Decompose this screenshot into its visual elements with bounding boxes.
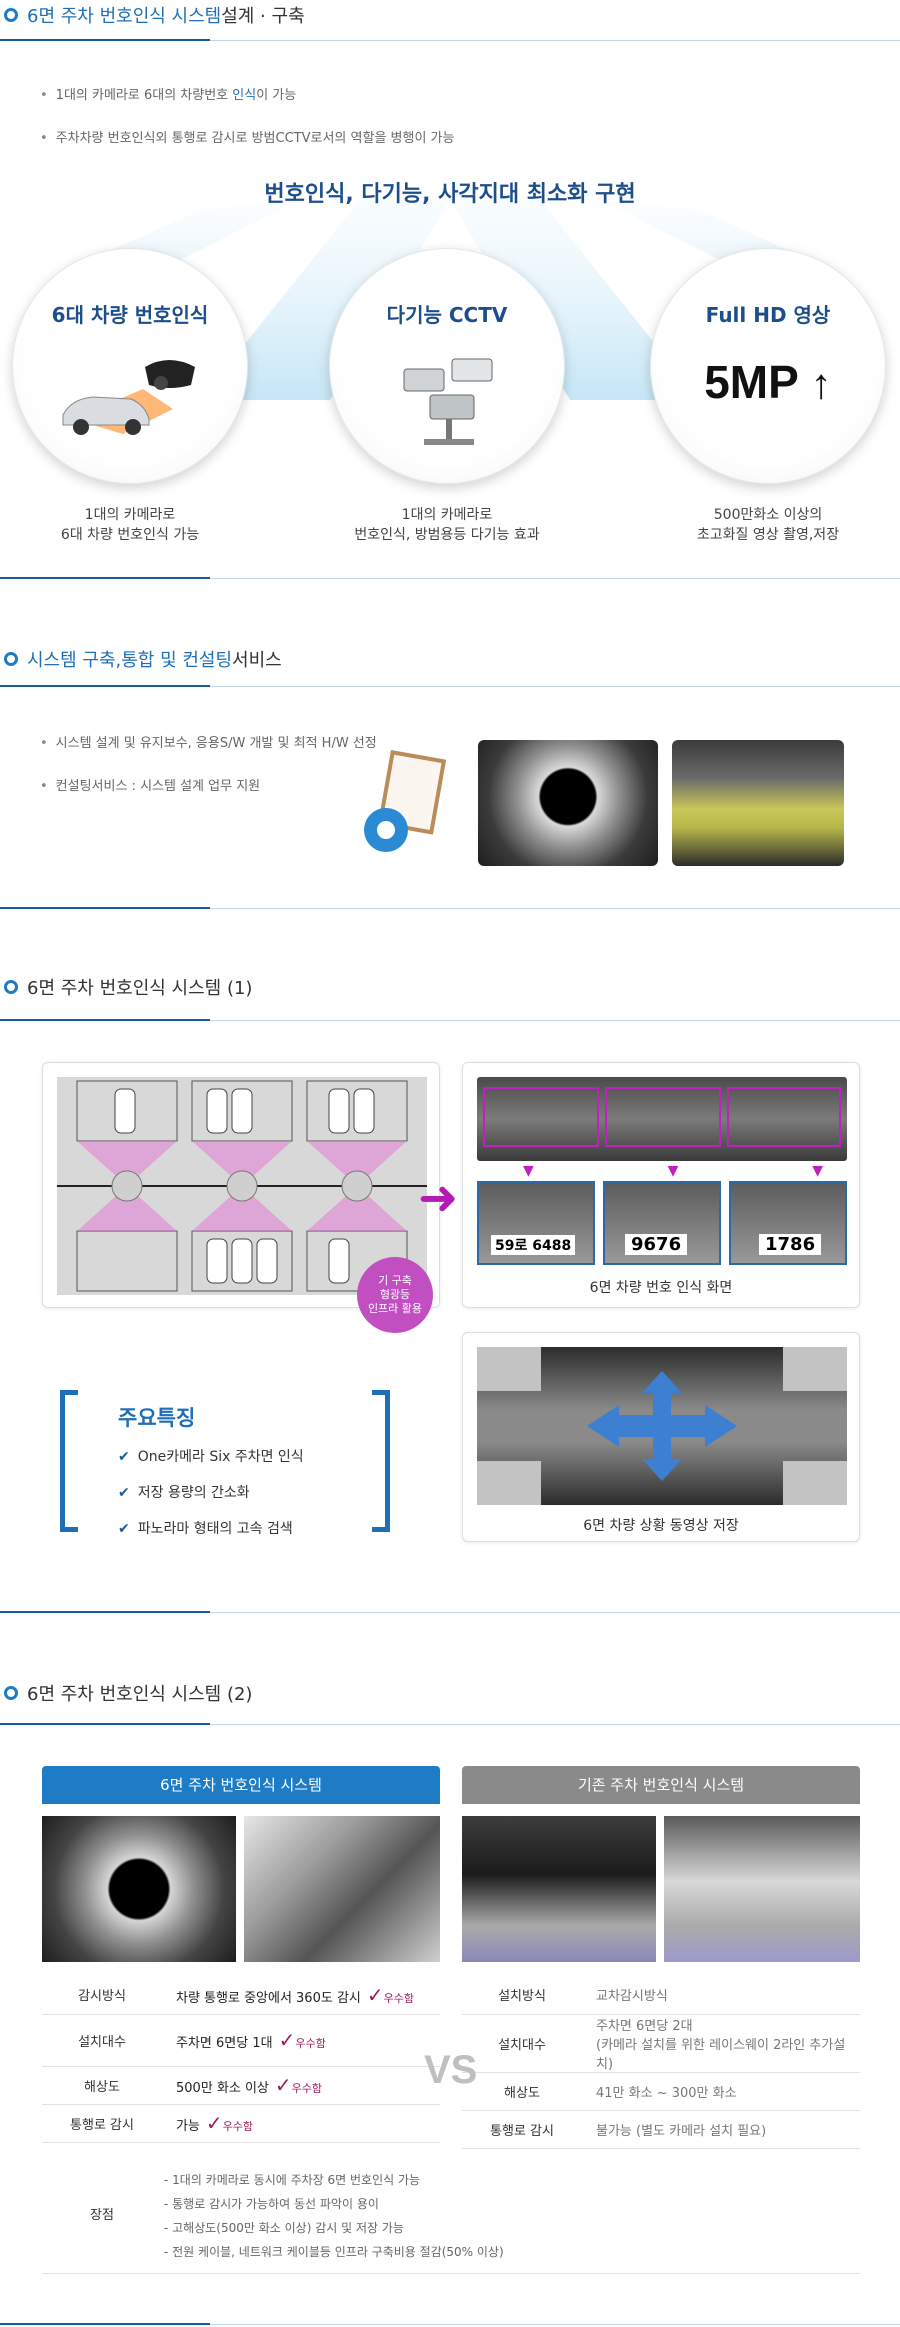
vs-label: VS — [424, 2048, 478, 2092]
parked-cars-photo — [477, 1077, 847, 1161]
section-title: 6면 주차 번호인식 시스템 (2) — [0, 1678, 252, 1708]
title-rest: 설계 · 구축 — [221, 6, 305, 27]
features-box: 주요특징 ✔One카메라 Six 주차면 인식 ✔저장 용량의 간소화 ✔파노라… — [60, 1390, 390, 1537]
feature-circle-fullhd: Full HD 영상 5MP ↑ — [650, 248, 886, 484]
bullet-item: 시스템 설계 및 유지보수, 응용S/W 개발 및 최적 H/W 선정 — [40, 732, 377, 751]
section-title: 6면 주차 번호인식 시스템 (1) — [0, 972, 252, 1002]
merits-label: 장점 — [90, 2208, 114, 2223]
check-icon: ✔ — [118, 1449, 130, 1465]
panel-caption: 6면 차량 번호 인식 화면 — [589, 1280, 733, 1296]
feature-circle-cctv: 다기능 CCTV — [329, 248, 565, 484]
check-icon: ✔ — [118, 1521, 130, 1537]
check-icon: ✔ — [118, 1485, 130, 1501]
circle-bullet-icon — [4, 8, 18, 22]
feature-item: ✔저장 용량의 간소화 — [118, 1485, 250, 1501]
divider — [0, 685, 900, 687]
feature-item: ✔파노라마 형태의 고속 검색 — [118, 1521, 293, 1537]
panorama-video-panel: 6면 차량 상황 동영상 저장 — [462, 1332, 860, 1542]
parking-photo-left — [462, 1816, 656, 1962]
panorama-photo — [477, 1347, 847, 1505]
bullet-item: 주차차량 번호인식외 통행로 감시로 방범CCTV로서의 역할을 병행이 가능 — [40, 127, 455, 146]
section-title: 6면 주차 번호인식 시스템 설계 · 구축 — [0, 0, 305, 30]
plate-crop-1: 59로 6488 — [477, 1181, 595, 1265]
plate-crop-3: 1786 — [729, 1181, 847, 1265]
circle-title: Full HD 영상 — [705, 303, 831, 327]
feature-item: ✔One카메라 Six 주차면 인식 — [118, 1449, 304, 1465]
parking-photo-right — [664, 1816, 860, 1962]
title-rest: 서비스 — [232, 650, 282, 671]
parking-layout-diagram — [57, 1077, 427, 1295]
headline: 번호인식, 다기능, 사각지대 최소화 구현 — [264, 182, 636, 207]
circle-title: 다기능 CCTV — [386, 303, 508, 327]
fisheye-photo — [478, 740, 658, 866]
divider — [0, 2323, 900, 2325]
divider — [0, 577, 900, 579]
resolution-badge: 5MP ↑ — [704, 356, 832, 408]
divider — [0, 39, 900, 41]
down-arrows: ▼▼▼ — [523, 1163, 823, 1179]
recognition-screen-panel: ▼▼▼ 59로 6488 9676 1786 6면 차량 번호 인식 화면 — [462, 1062, 860, 1308]
parking-photo — [672, 740, 844, 866]
merits-row: 장점 - 1대의 카메라로 동시에 주차장 6면 번호인식 가능 - 통행로 감… — [42, 2156, 860, 2274]
feature-bullets: 1대의 카메라로 6대의 차량번호 인식이 가능 주차차량 번호인식외 통행로 … — [40, 84, 455, 170]
title-highlight: 6면 주차 번호인식 시스템 — [27, 6, 222, 27]
section-system-2: 6면 주차 번호인식 시스템 (2) 6면 주차 번호인식 시스템 기존 주차 … — [0, 1678, 900, 2327]
right-system-header: 기존 주차 번호인식 시스템 — [462, 1766, 860, 1804]
four-way-arrow-icon — [587, 1371, 737, 1481]
check-icon: ✓우수함 — [274, 2073, 323, 2097]
gear-document-icon — [364, 750, 447, 852]
section-title: 시스템 구축,통합 및 컨설팅 서비스 — [0, 644, 282, 674]
arrow-right-icon: ➜ — [418, 1170, 459, 1226]
features-title: 주요특징 — [118, 1406, 196, 1430]
divider — [0, 1019, 900, 1021]
check-icon: ✓우수함 — [205, 2111, 254, 2135]
panel-caption: 6면 차량 상황 동영상 저장 — [583, 1518, 739, 1534]
divider — [0, 1723, 900, 1725]
section-design-build: 6면 주차 번호인식 시스템 설계 · 구축 1대의 카메라로 6대의 차량번호… — [0, 0, 900, 580]
bullet-item: 컨설팅서비스 : 시스템 설계 업무 지원 — [40, 775, 377, 794]
service-bullets: 시스템 설계 및 유지보수, 응용S/W 개발 및 최적 H/W 선정 컨설팅서… — [40, 732, 377, 818]
title-highlight: 시스템 구축,통합 및 컨설팅 — [27, 650, 233, 671]
divider — [0, 1611, 900, 1613]
circle-bullet-icon — [4, 652, 18, 666]
circle-title: 6대 차량 번호인식 — [51, 303, 209, 327]
left-system-header: 6면 주차 번호인식 시스템 — [42, 1766, 440, 1804]
check-icon: ✓우수함 — [366, 1982, 415, 2007]
bullet-item: 1대의 카메라로 6대의 차량번호 인식이 가능 — [40, 84, 454, 103]
merits-list: - 1대의 카메라로 동시에 주차장 6면 번호인식 가능 - 통행로 감시가 … — [164, 2173, 504, 2259]
plate-crop-2: 9676 — [603, 1181, 721, 1265]
feature-circle-recognition: 6대 차량 번호인식 — [12, 248, 248, 484]
check-icon: ✓우수함 — [278, 2028, 326, 2052]
divider — [0, 907, 900, 909]
circle-bullet-icon — [4, 980, 18, 994]
cctv-cameras-icon — [403, 358, 493, 445]
car-camera-icon — [62, 360, 195, 435]
parking-fisheye-photo — [244, 1816, 440, 1962]
circle-bullet-icon — [4, 1686, 18, 1700]
fisheye-photo — [42, 1816, 236, 1962]
section-system-1: 6면 주차 번호인식 시스템 (1) — [0, 972, 900, 1613]
section-consulting: 시스템 구축,통합 및 컨설팅 서비스 시스템 설계 및 유지보수, 응용S/W… — [0, 644, 900, 914]
